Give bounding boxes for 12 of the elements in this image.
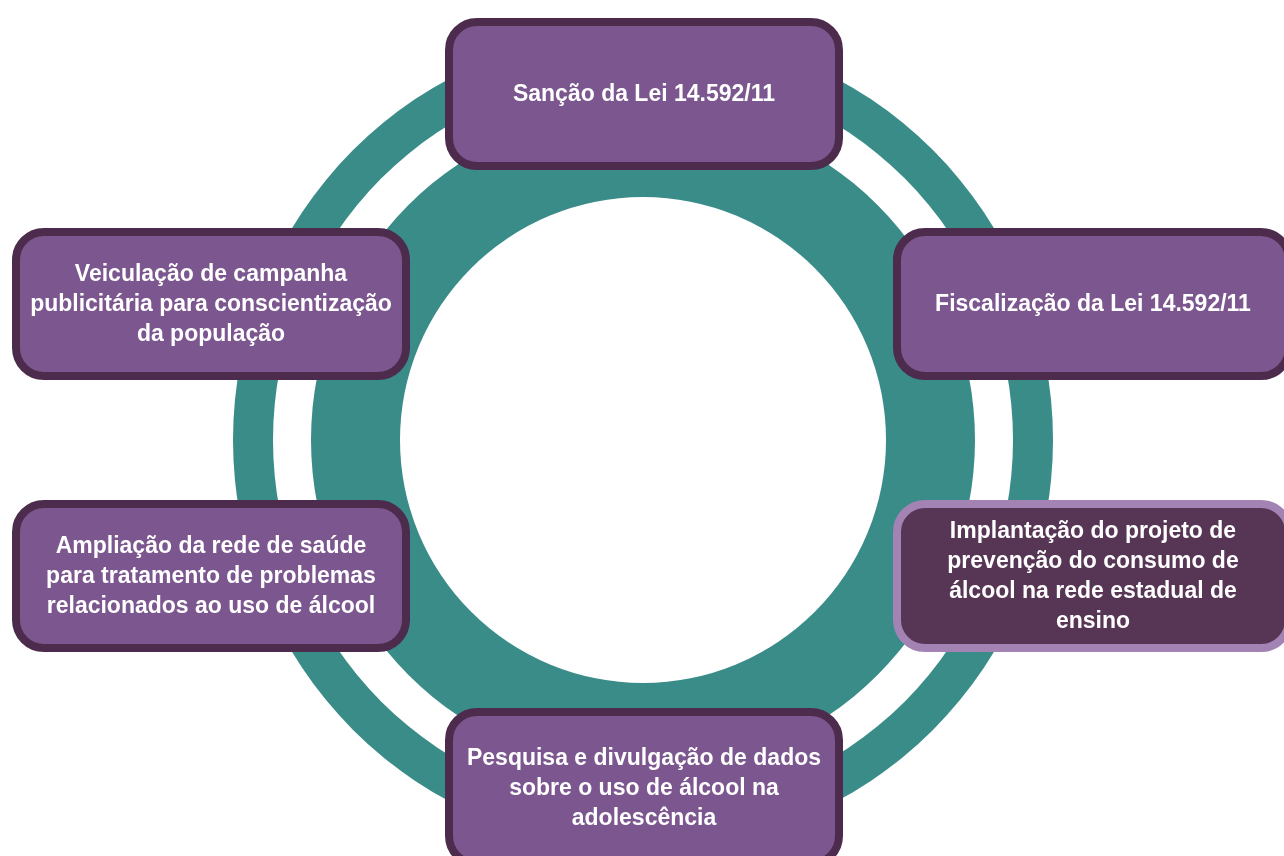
step-text: Pesquisa e divulgação de dados sobre o uso de álcool na adolescência: [465, 743, 823, 832]
step-text: Ampliação da rede de saúde para tratamento de problemas relacionados ao uso de álcool: [45, 531, 377, 620]
step-text: Veiculação de campanha publicitária para conscientização da população: [30, 259, 392, 348]
step-box: [12, 500, 410, 652]
step-box: [445, 708, 843, 856]
step-box: [893, 228, 1284, 380]
step-box: [445, 18, 843, 170]
step-text: Fiscalização da Lei 14.592/11: [935, 289, 1251, 319]
step-text: Implantação do projeto de prevenção do consumo de álcool na rede estadual de ensino: [946, 516, 1240, 635]
step-text: Sanção da Lei 14.592/11: [512, 79, 776, 109]
step-box: [893, 500, 1284, 652]
step-box: [12, 228, 410, 380]
